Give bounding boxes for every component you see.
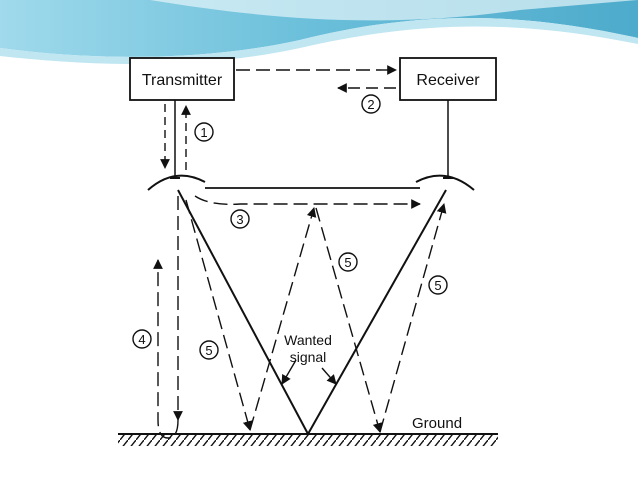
- marker-2: 2: [361, 94, 381, 114]
- path-5-multipath: [185, 199, 447, 433]
- svg-text:5: 5: [344, 255, 351, 270]
- wanted-signal-down: [177, 189, 309, 435]
- marker-4: 4: [132, 329, 152, 349]
- marker-5-left: 5: [199, 340, 219, 360]
- transmitter-label: Transmitter: [142, 72, 223, 89]
- wanted-signal-label-line1: Wanted: [284, 332, 332, 348]
- path-1-coupling: [160, 104, 191, 170]
- marker-5-right: 5: [428, 275, 448, 295]
- marker-5-center: 5: [338, 252, 358, 272]
- transmit-antenna-dish: [147, 174, 206, 191]
- path-3-surface: [194, 195, 421, 209]
- marker-3: 3: [230, 209, 250, 229]
- ground-label: Ground: [412, 415, 462, 432]
- top-banner: [0, 0, 638, 65]
- marker-1: 1: [194, 122, 214, 142]
- wanted-signal-pointer-left: [281, 359, 297, 385]
- receiver-box: Receiver: [399, 57, 497, 101]
- transmitter-box: Transmitter: [129, 57, 235, 101]
- ground: Ground: [118, 415, 498, 446]
- svg-text:4: 4: [138, 332, 145, 347]
- svg-text:2: 2: [367, 97, 374, 112]
- path-4-ground-reflection: [153, 196, 183, 439]
- svg-text:1: 1: [200, 125, 207, 140]
- wanted-signal-pointer-right: [321, 367, 337, 385]
- receiver-label: Receiver: [416, 72, 480, 89]
- wanted-signal-label-line2: signal: [290, 349, 327, 365]
- wanted-signal-up: [307, 189, 447, 435]
- svg-text:3: 3: [236, 212, 243, 227]
- svg-text:5: 5: [205, 343, 212, 358]
- path-2-leakage: [236, 65, 397, 93]
- receive-antenna-dish: [415, 174, 475, 191]
- svg-text:5: 5: [434, 278, 441, 293]
